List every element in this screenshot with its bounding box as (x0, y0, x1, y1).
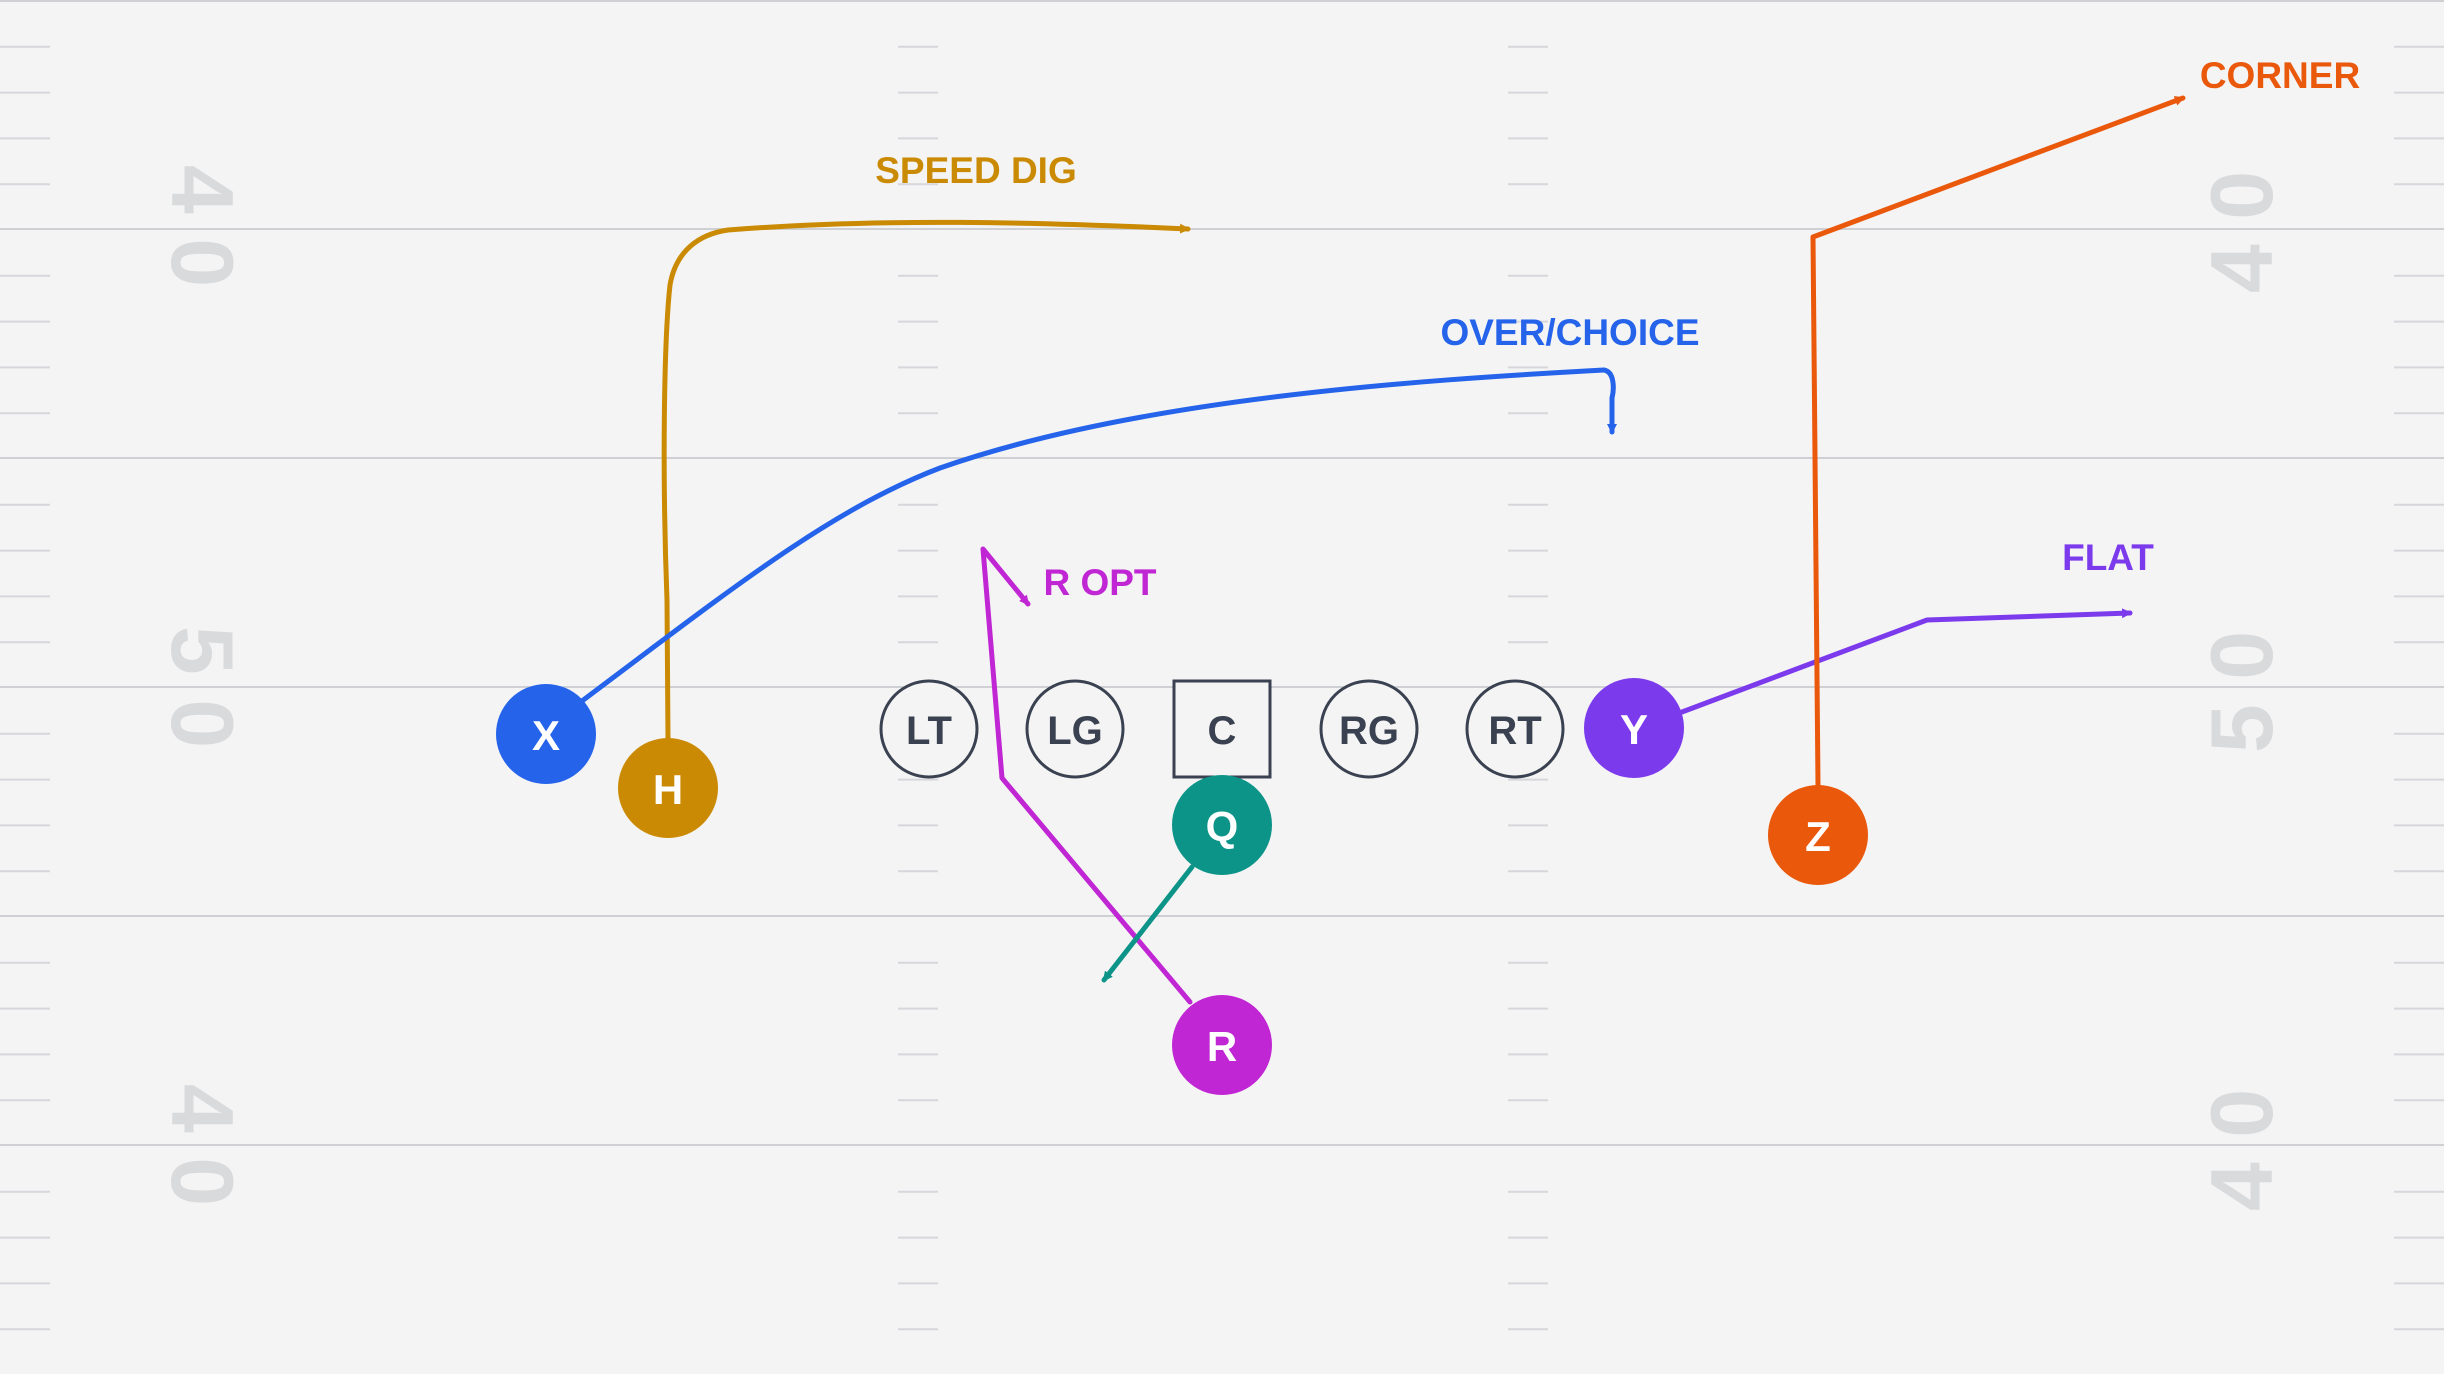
player-lg-label: LG (1047, 709, 1103, 753)
yard-number-top-right: 4 0 (2192, 171, 2291, 293)
yard-number-bottom-left: 4 0 (153, 1084, 252, 1206)
route-corner (1810, 95, 2186, 789)
player-q-label: Q (1206, 803, 1239, 850)
offensive-line: LT LG C RG RT (879, 679, 1565, 779)
player-lt: LT (879, 679, 979, 779)
route-speed-dig (661, 219, 1191, 743)
route-label-flat: FLAT (2062, 537, 2154, 578)
player-r-marker (1172, 995, 1272, 1095)
player-r-label: R (1207, 1023, 1237, 1070)
player-q: Q (1172, 775, 1272, 875)
player-q-marker (1172, 775, 1272, 875)
yard-number-mid-right: 5 0 (2192, 631, 2291, 753)
player-c-label: C (1208, 709, 1237, 753)
player-y-label: Y (1620, 706, 1648, 753)
routes (575, 95, 2186, 1005)
player-rt: RT (1465, 679, 1565, 779)
route-r-opt (980, 546, 1193, 1005)
route-label-corner: CORNER (2200, 55, 2360, 96)
player-rg-label: RG (1339, 709, 1399, 753)
hash-marks (0, 45, 2444, 1331)
player-r: R (1172, 995, 1272, 1095)
skill-players: X H Y Q R Z (496, 678, 1868, 1095)
route-flat (1679, 608, 2133, 715)
route-label-speed-dig: SPEED DIG (875, 150, 1077, 191)
route-qb-drop (1101, 864, 1195, 983)
player-x: X (496, 684, 596, 784)
player-x-label: X (532, 712, 560, 759)
player-z-label: Z (1805, 813, 1831, 860)
player-y: Y (1584, 678, 1684, 778)
route-label-r-opt: R OPT (1043, 562, 1156, 603)
player-z: Z (1768, 785, 1868, 885)
player-h-marker (618, 738, 718, 838)
player-lg: LG (1025, 679, 1125, 779)
route-labels: SPEED DIG OVER/CHOICE R OPT FLAT CORNER (875, 55, 2360, 603)
player-rt-label: RT (1488, 709, 1541, 753)
route-over-choice (575, 367, 1616, 707)
player-z-marker (1768, 785, 1868, 885)
player-lt-label: LT (906, 709, 952, 753)
yard-number-bottom-right: 4 0 (2192, 1089, 2291, 1211)
player-x-marker (496, 684, 596, 784)
route-label-over-choice: OVER/CHOICE (1440, 312, 1699, 353)
player-h: H (618, 738, 718, 838)
player-h-label: H (653, 766, 683, 813)
yard-numbers: 4 0 5 0 4 0 4 0 5 0 4 0 (153, 165, 2291, 1211)
yard-number-mid-left: 5 0 (153, 626, 252, 748)
player-rg: RG (1319, 679, 1419, 779)
yard-number-top-left: 4 0 (153, 165, 252, 287)
player-y-marker (1584, 678, 1684, 778)
player-c: C (1172, 679, 1272, 779)
